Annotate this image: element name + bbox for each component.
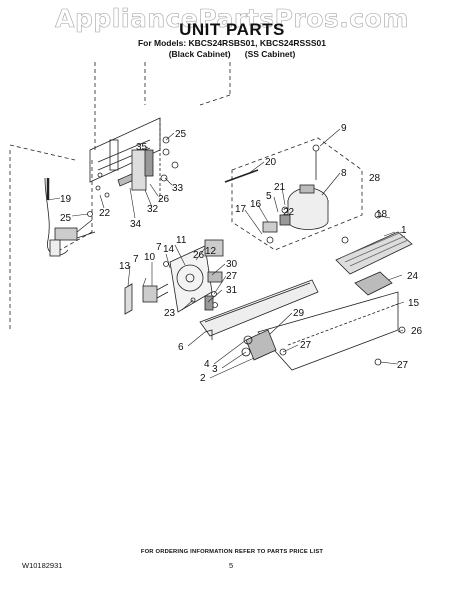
wire-harness — [44, 177, 96, 257]
callout-24: 24 — [407, 271, 419, 282]
callout-31: 31 — [226, 285, 238, 296]
models-line: For Models: KBCS24RSBS01, KBCS24RSSS01 — [137, 38, 326, 48]
page-number: 5 — [229, 561, 234, 570]
callout-4: 4 — [204, 359, 210, 370]
callout-15: 15 — [408, 298, 420, 309]
callout-34: 34 — [130, 219, 142, 230]
callout-6: 6 — [178, 342, 184, 353]
relay-parts — [262, 206, 291, 244]
callout-10: 10 — [144, 252, 156, 263]
callout-8: 8 — [341, 168, 347, 179]
callout-17: 17 — [235, 204, 247, 215]
callout-35: 35 — [136, 142, 148, 153]
callout-26-b: 26 — [193, 250, 205, 261]
front-panel — [257, 291, 406, 371]
callout-7-a: 7 — [156, 242, 162, 253]
screw-group-top — [95, 136, 179, 198]
callout-30: 30 — [226, 259, 238, 270]
callout-28: 28 — [369, 173, 381, 184]
callout-27-a: 27 — [226, 271, 238, 282]
callout-27-c: 27 — [397, 360, 409, 371]
mounting-bracket — [89, 117, 161, 200]
page-title: UNIT PARTS — [179, 20, 285, 39]
fan-motor — [124, 261, 169, 315]
callout-14: 14 — [163, 244, 175, 255]
condenser — [335, 211, 413, 275]
callout-21: 21 — [274, 182, 286, 193]
callout-13: 13 — [119, 261, 131, 272]
callout-22-b: 22 — [283, 207, 295, 218]
cabinets-line: (Black Cabinet) (SS Cabinet) — [168, 49, 296, 59]
callout-26-c: 26 — [411, 326, 423, 337]
cabinet-outline-upper — [144, 62, 231, 106]
document-number: W10182931 — [22, 561, 63, 570]
callout-27-b: 27 — [300, 340, 312, 351]
callout-12: 12 — [205, 246, 217, 257]
callout-16: 16 — [250, 199, 262, 210]
base-pan — [199, 279, 319, 340]
leader-lines — [47, 128, 405, 379]
callout-29: 29 — [293, 308, 305, 319]
callout-26-a: 26 — [158, 194, 170, 205]
callout-22-a: 22 — [99, 208, 111, 219]
callout-5: 5 — [266, 191, 272, 202]
callout-19: 19 — [60, 194, 72, 205]
callout-33: 33 — [172, 183, 184, 194]
callout-9: 9 — [341, 123, 347, 134]
callout-3: 3 — [212, 364, 218, 375]
callout-25-b: 25 — [60, 213, 72, 224]
callout-20: 20 — [265, 157, 277, 168]
callout-18: 18 — [376, 209, 388, 220]
callout-25-a: 25 — [175, 129, 187, 140]
compressor — [287, 144, 329, 230]
pad — [354, 271, 393, 296]
small-hardware — [190, 297, 287, 361]
ordering-note: FOR ORDERING INFORMATION REFER TO PARTS … — [140, 549, 324, 555]
callout-23: 23 — [164, 308, 176, 319]
drain-tube — [224, 169, 259, 183]
condenser-fan-assembly — [169, 239, 224, 313]
callout-32: 32 — [147, 204, 159, 215]
callout-labels: 25 35 33 26 32 34 22 19 25 9 20 8 28 21 … — [60, 123, 423, 384]
callout-11: 11 — [176, 235, 187, 246]
cabinet-outline-lines — [9, 62, 96, 330]
callout-7-b: 7 — [133, 254, 139, 265]
callout-1: 1 — [401, 225, 407, 236]
compressor-outline — [231, 137, 363, 251]
watermark-text: AppliancePartsPros.com — [55, 4, 409, 34]
callout-2: 2 — [200, 373, 206, 384]
